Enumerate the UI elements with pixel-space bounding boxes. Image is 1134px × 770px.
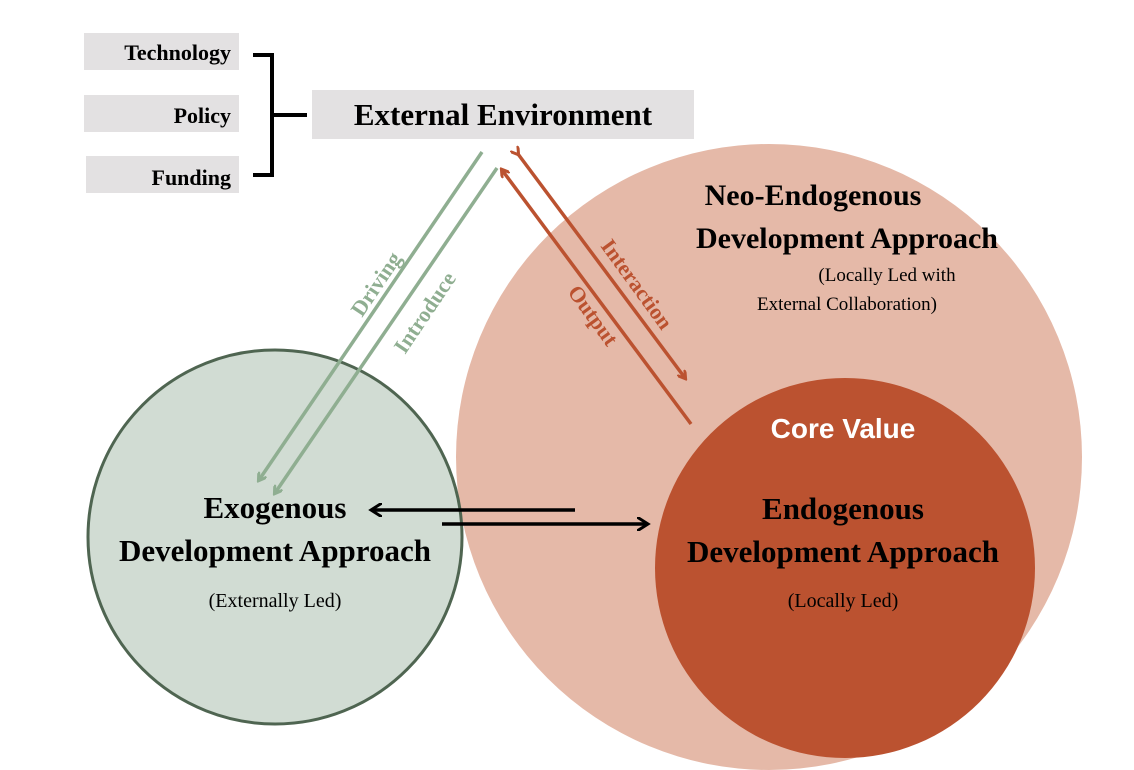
factor-funding: Funding xyxy=(86,156,239,193)
external-environment-box: External Environment xyxy=(312,90,694,139)
external-environment-label: External Environment xyxy=(354,97,653,132)
introduce-arrow xyxy=(275,167,499,493)
exogenous-title: Exogenous xyxy=(204,490,347,525)
neo-endogenous-subtitle: (Locally Led with xyxy=(818,265,956,286)
bracket xyxy=(253,53,307,177)
endogenous-title: Endogenous xyxy=(762,491,924,526)
driving-arrow xyxy=(259,151,484,480)
factor-label: Policy xyxy=(174,103,231,128)
core-value-label: Core Value xyxy=(771,413,916,444)
exogenous-title: Development Approach xyxy=(119,533,431,568)
neo-endogenous-title: Neo-Endogenous xyxy=(705,179,922,212)
interaction-arrow xyxy=(518,154,685,378)
exogenous-circle xyxy=(86,348,464,726)
endogenous-subtitle: (Locally Led) xyxy=(788,590,899,612)
endogenous-circle xyxy=(655,378,1035,758)
endogenous-title: Development Approach xyxy=(687,534,999,569)
neo-endogenous-subtitle: External Collaboration) xyxy=(757,294,937,315)
factor-label: Technology xyxy=(124,40,231,65)
factor-policy: Policy xyxy=(84,95,239,132)
factor-technology: Technology xyxy=(84,33,239,70)
exogenous-subtitle: (Externally Led) xyxy=(209,590,342,612)
neo-endogenous-title: Development Approach xyxy=(696,222,998,255)
factor-label: Funding xyxy=(152,165,232,190)
